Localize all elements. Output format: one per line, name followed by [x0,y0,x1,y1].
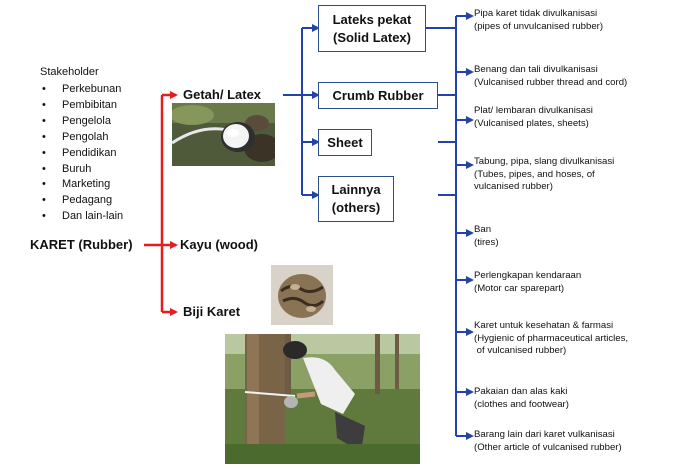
stakeholder-item: Pedagang [40,193,123,209]
stakeholder-item: Pembibitan [40,98,123,114]
blue-arrows-products [426,12,474,440]
branch-latex: Getah/ Latex [183,87,262,102]
branch-seed: Biji Karet [183,304,241,319]
stakeholder-item: Dan lain-lain [40,209,123,225]
end-product-item: Karet untuk kesehatan & farmasi (Hygieni… [474,320,629,357]
stakeholder-item: Perkebunan [40,82,123,98]
root-node-karet: KARET (Rubber) [30,237,133,252]
end-product-item: Perlengkapan kendaraan (Motor car sparep… [474,270,582,294]
box-solid-latex-subtitle: (Solid Latex) [332,29,411,45]
box-sheet: Sheet [318,129,372,156]
stakeholder-title: Stakeholder [40,66,99,78]
box-others: Lainnya (others) [318,176,394,222]
rubber-tapper-photo [225,334,420,464]
stakeholder-list: Perkebunan Pembibitan Pengelola Pengolah… [40,82,123,225]
latex-tapping-photo [172,103,275,166]
end-product-item: Plat/ lembaran divulkanisasi (Vulcanised… [474,105,593,129]
blue-arrows-latex [283,24,320,199]
box-solid-latex: Lateks pekat (Solid Latex) [318,5,426,52]
stakeholder-item: Buruh [40,162,123,178]
end-product-item: Pakaian dan alas kaki (clothes and footw… [474,386,569,410]
box-crumb-rubber-label: Crumb Rubber [332,87,424,103]
box-sheet-label: Sheet [327,134,363,150]
end-product-item: Tabung, pipa, slang divulkanisasi (Tubes… [474,156,615,193]
end-product-item: Barang lain dari karet vulkanisasi (Othe… [474,429,622,453]
box-crumb-rubber: Crumb Rubber [318,82,438,109]
end-product-item: Benang dan tali divulkanisasi (Vulcanise… [474,64,628,88]
end-product-item: Ban (tires) [474,224,499,248]
red-arrows [144,91,178,316]
branch-wood: Kayu (wood) [180,237,258,252]
stakeholder-item: Pengolah [40,130,123,146]
stakeholder-item: Pengelola [40,114,123,130]
stakeholder-item: Marketing [40,177,123,193]
end-product-item: Pipa karet tidak divulkanisasi (pipes of… [474,8,604,32]
box-others-subtitle: (others) [331,200,381,215]
stakeholder-item: Pendidikan [40,146,123,162]
box-others-title: Lainnya [331,182,381,197]
box-solid-latex-title: Lateks pekat [332,11,412,27]
rubber-seed-photo [271,265,333,325]
